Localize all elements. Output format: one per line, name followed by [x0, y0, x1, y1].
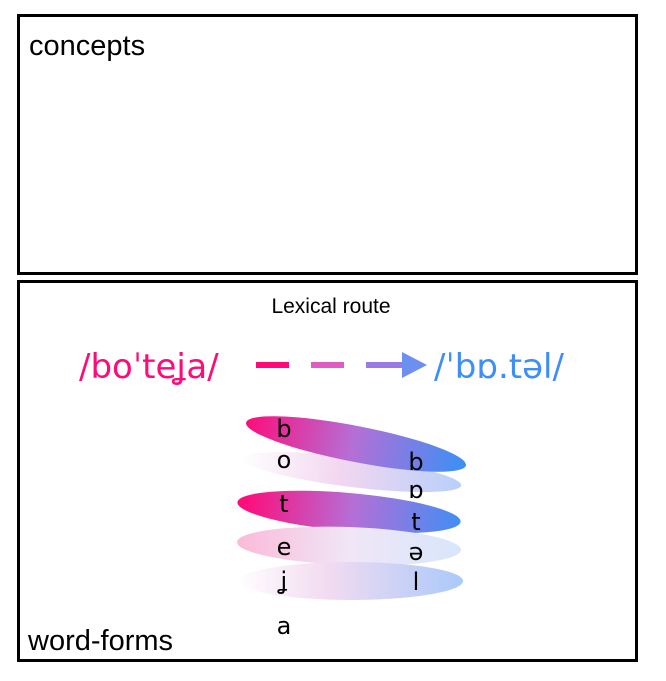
- target-segments: b ɒ t ə l: [408, 448, 423, 596]
- concepts-label: concepts: [29, 30, 146, 62]
- concepts-panel: concepts: [17, 14, 638, 275]
- target-word: /ˈbɒ.təl/: [434, 347, 564, 387]
- route-title: Lexical route: [271, 295, 390, 318]
- source-segments: b o t e ʝ a: [276, 415, 291, 640]
- source-segment: a: [277, 612, 292, 640]
- source-segment: t: [279, 490, 288, 518]
- target-segment: t: [411, 508, 420, 536]
- mapping-o-ɒ: [242, 451, 462, 493]
- target-segment: b: [408, 448, 423, 476]
- segment-mappings: [237, 416, 466, 600]
- source-segment: b: [276, 415, 291, 443]
- target-segment: ɒ: [408, 476, 423, 504]
- source-segment: e: [277, 533, 292, 561]
- target-segment: l: [413, 568, 420, 596]
- source-segment: o: [277, 446, 292, 474]
- mapping-b-b: [246, 416, 466, 472]
- source-word: /boˈteʝa/: [79, 347, 219, 387]
- route-arrow: [256, 352, 427, 378]
- mapping-ʝ-l: [239, 562, 463, 600]
- mapping-t-t: [237, 490, 461, 534]
- word-forms-label: word-forms: [28, 625, 174, 657]
- mapping-e-ə: [237, 526, 461, 566]
- arrow-head: [402, 352, 427, 378]
- target-segment: ə: [409, 538, 424, 566]
- source-segment: ʝ: [276, 567, 287, 595]
